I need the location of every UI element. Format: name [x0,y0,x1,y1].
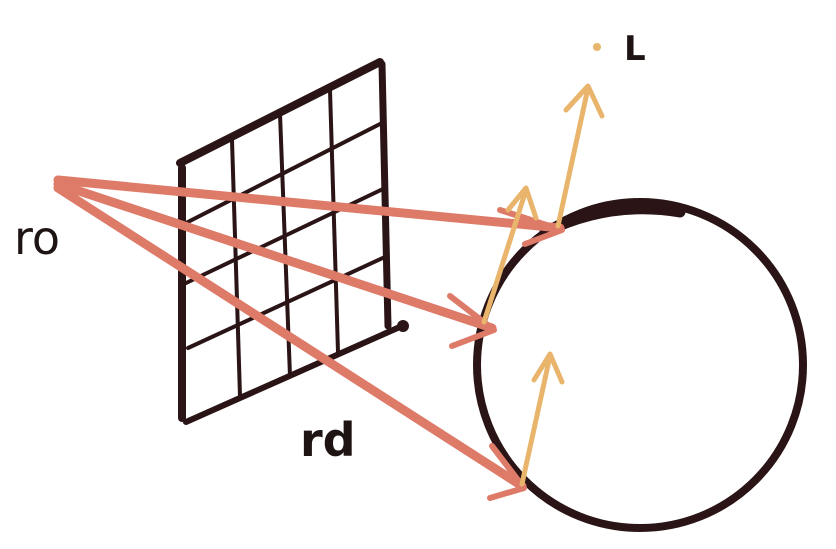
ray-2 [53,179,497,333]
label-ray-direction: rd [300,413,356,467]
ray-1 [53,175,565,233]
sphere-outline [473,198,807,532]
grid-corner-blob [397,320,409,332]
grid-horizontal-line [186,254,389,350]
label-light: L [624,29,646,69]
ray-1-arrowhead [497,207,565,247]
normal-vector-middle [481,187,529,325]
normal-vector-bottom [519,353,553,487]
sphere [473,198,807,532]
normal-vector-bottom-arrowhead [531,351,565,385]
light-source-dot-icon [593,43,601,51]
grid-vertical-line [230,138,242,398]
label-ray-origin: ro [14,211,60,265]
normal-vector-top-arrowhead [563,83,605,119]
camera-rays [53,175,565,501]
normal-vectors [481,83,605,487]
grid-bottom-edge [183,323,405,425]
grid-vertical-line [328,88,340,354]
image-plane-grid [176,58,409,425]
grid-right-edge [378,60,392,330]
normal-vector-top [555,85,591,229]
ray-3-arrowhead [487,443,527,501]
ray-3 [53,183,527,491]
grid-horizontal-line [180,122,382,227]
sphere-outline-thick-stroke [539,203,686,238]
ray-2-arrowhead [447,293,497,349]
normal-vector-middle-arrowhead [505,185,539,221]
